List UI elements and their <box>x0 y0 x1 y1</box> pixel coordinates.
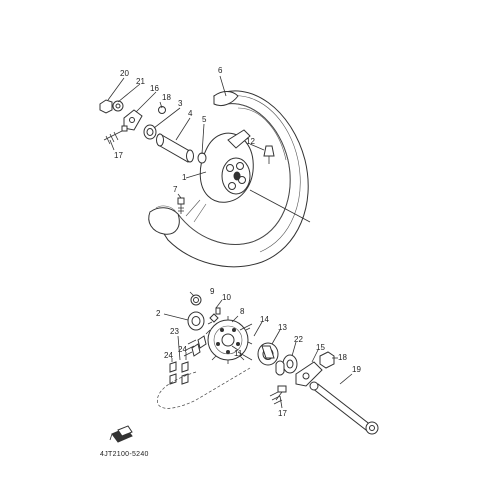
callout-6: 6 <box>218 66 223 75</box>
callout-labels: 20 21 16 18 3 4 5 6 17 12 1 7 9 2 10 8 1… <box>114 66 361 418</box>
callout-23: 23 <box>170 327 179 336</box>
callout-2: 2 <box>156 309 161 318</box>
callout-20: 20 <box>120 69 129 78</box>
callout-3: 3 <box>178 99 183 108</box>
sprocket-assembly <box>183 294 253 364</box>
callout-4: 4 <box>188 109 193 118</box>
callout-19: 19 <box>352 365 361 374</box>
chain-puller-parts <box>157 361 251 409</box>
wheel-hub <box>185 129 311 223</box>
callout-11: 11 <box>234 349 243 358</box>
callout-22: 22 <box>294 335 303 344</box>
diagram-code: 4JT2100-5240 <box>100 451 149 458</box>
callout-7: 7 <box>173 185 178 194</box>
callout-21: 21 <box>136 77 145 86</box>
chain-adjuster-and-axle <box>269 351 379 435</box>
callout-1: 1 <box>182 173 187 182</box>
callout-10: 10 <box>222 293 231 302</box>
leader-lines <box>107 75 353 409</box>
bearings-and-spacers <box>257 342 298 376</box>
callout-17a: 17 <box>114 151 123 160</box>
callout-5: 5 <box>202 115 207 124</box>
callout-14: 14 <box>260 315 269 324</box>
callout-17b: 17 <box>278 409 287 418</box>
callout-24b: 24 <box>178 345 187 354</box>
callout-13: 13 <box>278 323 287 332</box>
callout-18a: 18 <box>162 93 171 102</box>
callout-16: 16 <box>150 84 159 93</box>
upper-left-parts <box>99 99 207 164</box>
callout-8: 8 <box>240 307 245 316</box>
tire <box>148 90 309 268</box>
catalog-book-icon <box>109 425 133 443</box>
callout-15: 15 <box>316 343 325 352</box>
callout-9: 9 <box>210 287 215 296</box>
callout-24a: 24 <box>164 351 173 360</box>
callout-18b: 18 <box>338 353 347 362</box>
bolt-and-valve <box>177 145 275 214</box>
callout-12: 12 <box>246 137 255 146</box>
